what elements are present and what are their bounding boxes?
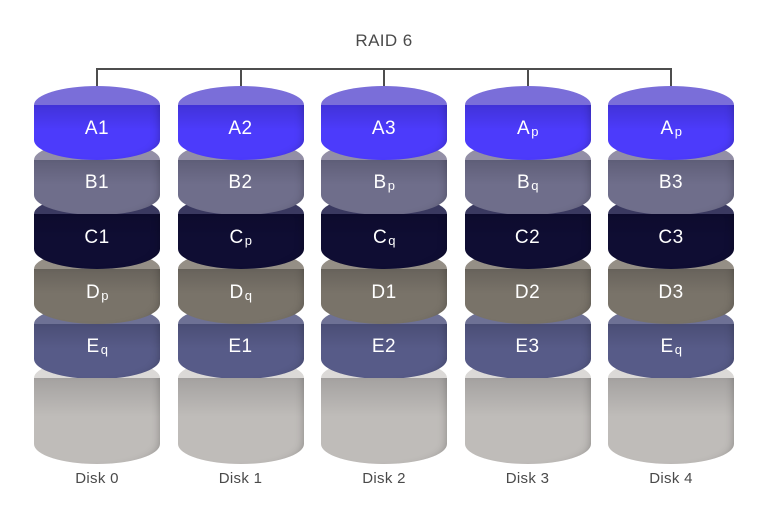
parity-subscript: q xyxy=(388,232,396,248)
disk-block: C3 xyxy=(608,214,734,269)
connector-stub xyxy=(239,68,242,103)
disk-spare-block xyxy=(177,378,304,464)
disk-block: Bq xyxy=(464,159,591,215)
disk-block: Ap xyxy=(608,105,734,160)
disk-block-label: Ap xyxy=(660,117,683,139)
disk-spare-block xyxy=(464,378,591,464)
disk-block-label: Cp xyxy=(229,226,253,248)
disk-block: C1 xyxy=(34,214,160,269)
disk-block: D3 xyxy=(608,269,734,324)
connector-stub xyxy=(96,68,98,103)
disk-block-label: A3 xyxy=(371,117,397,139)
connector-stub xyxy=(670,68,672,103)
disk-block: A3 xyxy=(321,105,447,160)
parity-subscript: p xyxy=(674,123,683,139)
disk-block-label: C1 xyxy=(84,226,110,248)
disk-block-label: C2 xyxy=(514,226,541,248)
disk-block-label: E3 xyxy=(515,336,540,357)
disk-block-label: Eq xyxy=(660,336,683,357)
disk-block: Ap xyxy=(464,105,591,160)
disk-block-label: B1 xyxy=(84,172,110,193)
disk-block-label: B3 xyxy=(658,172,684,193)
disk-block: Bp xyxy=(321,159,447,215)
disk-block-label: Bp xyxy=(373,172,396,193)
disk-block-label: Ap xyxy=(517,117,539,139)
parity-subscript: p xyxy=(531,123,539,139)
connector-stub xyxy=(383,68,385,103)
parity-subscript: q xyxy=(100,342,109,357)
disk-block: B3 xyxy=(608,159,734,215)
disk-name-label: Disk 3 xyxy=(505,470,550,487)
disk-block: A1 xyxy=(34,105,160,160)
disk-spare-block xyxy=(608,378,734,464)
disk-name-label: Disk 0 xyxy=(75,470,119,487)
disk-block: Eq xyxy=(34,323,160,379)
parity-subscript: p xyxy=(387,178,396,193)
disk-block: D2 xyxy=(464,269,591,324)
disk-block-label: D1 xyxy=(371,281,397,303)
disk-block-label: Dp xyxy=(86,281,109,303)
disk-block: C2 xyxy=(464,214,591,269)
disk-block-label: Bq xyxy=(517,172,539,193)
diagram-title: RAID 6 xyxy=(355,31,413,50)
disk-block: E3 xyxy=(464,323,591,379)
disk-block-label: E2 xyxy=(371,336,397,357)
disk-block-label: D3 xyxy=(658,281,684,303)
disk-spare-block xyxy=(34,378,160,464)
disk-block-label: A1 xyxy=(84,117,110,139)
disk-block: Cq xyxy=(321,214,447,269)
disk-block-label: C3 xyxy=(658,226,684,248)
connector-stub xyxy=(526,68,529,103)
parity-subscript: q xyxy=(674,342,683,357)
disk-block-label: B2 xyxy=(228,172,253,193)
disk-block: B1 xyxy=(34,159,160,215)
parity-subscript: p xyxy=(101,287,109,303)
disk-name-label: Disk 4 xyxy=(649,470,693,487)
disk-block-label: D2 xyxy=(514,281,541,303)
parity-subscript: q xyxy=(244,287,253,303)
disk-block-label: E1 xyxy=(228,336,253,357)
disk-spare-block xyxy=(321,378,447,464)
disk-block: Dq xyxy=(177,269,304,324)
disk-block-label: A2 xyxy=(228,117,253,139)
disk-block: A2 xyxy=(177,105,304,160)
disk-block-label: Cq xyxy=(373,226,396,248)
disk-block: E2 xyxy=(321,323,447,379)
disk-name-label: Disk 1 xyxy=(218,470,263,487)
disk-block-label: Eq xyxy=(86,336,109,357)
disk-block-label: Dq xyxy=(229,281,253,303)
disk-block: Eq xyxy=(608,323,734,379)
parity-subscript: p xyxy=(244,232,253,248)
disk-block: B2 xyxy=(177,159,304,215)
disk-block: Cp xyxy=(177,214,304,269)
disk-block: Dp xyxy=(34,269,160,324)
parity-subscript: q xyxy=(531,178,539,193)
disk-name-label: Disk 2 xyxy=(362,470,406,487)
disk-block: D1 xyxy=(321,269,447,324)
disk-block: E1 xyxy=(177,323,304,379)
raid-connector xyxy=(34,68,734,108)
